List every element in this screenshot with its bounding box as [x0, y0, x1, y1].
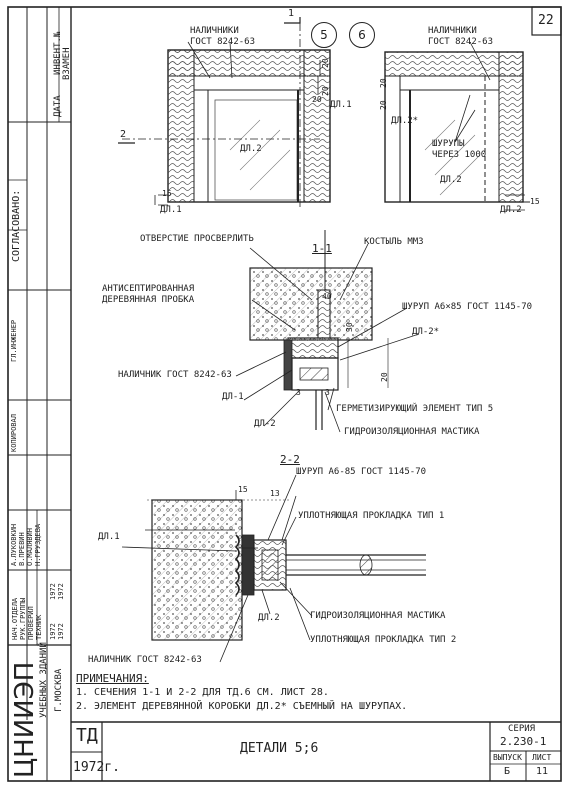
s2-gasket-1: УПЛОТНЯЮЩАЯ ПРОКЛАДКА ТИП 1	[298, 511, 445, 521]
s1-antiseptic-1: АНТИСЕПТИРОВАННАЯ	[102, 284, 195, 294]
s2-mastic: ГИДРОИЗОЛЯЦИОННАЯ МАСТИКА	[310, 611, 446, 621]
tb-issue: Б	[504, 766, 511, 777]
s2-gasket-2: УПЛОТНЯЮЩАЯ ПРОКЛАДКА ТИП 2	[310, 635, 457, 645]
s1-crutch: КОСТЫЛЬ ММ3	[364, 237, 424, 247]
s1-dim-4: 3	[296, 388, 301, 397]
tb-code: ТД	[76, 725, 98, 746]
tb-series: 2.230-1	[500, 735, 547, 748]
tb-series-label: СЕРИЯ	[508, 724, 536, 734]
s1-title: 1-1	[312, 242, 332, 255]
tl-dim-3: 15	[162, 189, 172, 198]
s1-dim-1: 40	[322, 292, 332, 301]
s1-drill: ОТВЕРСТИЕ ПРОСВЕРЛИТЬ	[140, 234, 254, 244]
s2-part-2: ДЛ.2	[258, 613, 280, 623]
s1-part-2star: ДЛ-2*	[412, 327, 440, 337]
stamp-role-3: ПРОВЕРИЛ	[27, 606, 35, 640]
s1-part-2: ДЛ-2	[254, 419, 276, 429]
tl-part-1: ДЛ.1	[330, 100, 352, 110]
note-1: 1. СЕЧЕНИЯ 1-1 И 2-2 ДЛЯ ТД.6 СМ. ЛИСТ 2…	[76, 687, 329, 698]
view-top-right	[384, 41, 530, 211]
stamp-gl-inzhener: ГЛ.ИНЖЕНЕР	[10, 319, 18, 362]
org-sub: УЧЕБНЫХ ЗДАНИЙ	[39, 642, 49, 718]
s1-dim-5: 3	[325, 388, 330, 397]
tl-gost: ГОСТ 8242-63	[190, 37, 256, 47]
section-1-1	[235, 230, 420, 433]
s1-seal: ГЕРМЕТИЗИРУЮЩИЙ ЭЛЕМЕНТ ТИП 5	[336, 404, 494, 414]
callout-5: 5	[311, 22, 337, 48]
stamp-surname-3: О.МАЛЯВИН	[26, 528, 34, 566]
s1-screw: ШУРУП А6×85 ГОСТ 1145-70	[402, 302, 533, 312]
stamp-surname-2: В.ПРЕВИН	[18, 532, 26, 566]
tl-section-marker: 1	[288, 8, 295, 19]
tr-screws: ШУРУПЫ	[432, 139, 465, 149]
s2-part-1: ДЛ.1	[98, 532, 120, 542]
s2-trim: НАЛИЧНИК ГОСТ 8242-63	[88, 655, 202, 665]
note-2: 2. ЭЛЕМЕНТ ДЕРЕВЯННОЙ КОРОБКИ ДЛ.2* СЪЕМ…	[76, 701, 408, 712]
view-top-left	[118, 17, 331, 208]
stamp-date-1: 1972	[49, 623, 57, 640]
tb-sheet-label: ЛИСТ	[532, 753, 552, 762]
stamp-data: ДАТА	[53, 95, 63, 117]
tl-dim-1: 20	[321, 58, 330, 68]
tl-nalichniki: НАЛИЧНИКИ	[190, 26, 239, 36]
stamp-surname-4: Н.ГРУЗДЕВА	[34, 523, 42, 566]
s2-title: 2-2	[280, 453, 300, 466]
s1-mastic: ГИДРОИЗОЛЯЦИОННАЯ МАСТИКА	[344, 427, 480, 437]
tl-dim-2: 20	[321, 86, 330, 96]
s1-part-1: ДЛ-1	[222, 392, 244, 402]
stamp-surname-1: А.ЛУКОВКИН	[10, 523, 18, 566]
tl-dim-4: 20	[312, 95, 322, 104]
stamp-vzamen: ВЗАМЕН	[62, 47, 72, 80]
callout-6: 6	[349, 22, 375, 48]
tr-screws-step: ЧЕРЕЗ 1000	[432, 150, 487, 160]
sheet-number: 22	[538, 13, 554, 28]
stamp-soglasovano: СОГЛАСОВАНО:	[11, 189, 22, 262]
s2-dim-2: 13	[270, 489, 280, 498]
stamp-date-4: 1972	[57, 583, 65, 600]
tr-dim-3: 20	[379, 78, 388, 88]
s1-dim-3: 20	[380, 372, 389, 382]
tl-part-2: ДЛ.2	[240, 144, 262, 154]
tl-part-3: ДЛ.1	[160, 205, 182, 215]
notes-title: ПРИМЕЧАНИЯ:	[76, 672, 149, 685]
s1-antiseptic-2: ДЕРЕВЯННАЯ ПРОБКА	[102, 295, 195, 305]
tr-part-2: ДЛ.2	[440, 175, 462, 185]
tr-part-1: ДЛ.2*	[391, 116, 419, 126]
stamp-role-4: ТЕХНИК	[35, 614, 43, 640]
tr-nalichniki: НАЛИЧНИКИ	[428, 26, 477, 36]
tr-gost: ГОСТ 8242-63	[428, 37, 494, 47]
tb-title: ДЕТАЛИ 5;6	[240, 741, 319, 756]
stamp-role-2: РУК.ГРУППЫ	[19, 597, 27, 640]
section-2-2	[121, 474, 426, 663]
tr-dim-1: 20	[379, 100, 388, 110]
stamp-date-3: 1972	[49, 583, 57, 600]
org-city: Г.МОСКВА	[54, 668, 64, 712]
org-name: ЦНИИЭП	[10, 661, 40, 778]
tb-year: 1972г.	[73, 760, 120, 775]
tl-section-2: 2	[120, 129, 127, 140]
tr-part-3: ДЛ.2	[500, 205, 522, 215]
tr-dim-2: 15	[530, 197, 540, 206]
stamp-kopiroval: КОПИРОВАЛ	[10, 414, 18, 452]
tb-issue-label: ВЫПУСК	[493, 753, 522, 762]
sheet-frame	[7, 6, 562, 782]
s2-dim-1: 15	[238, 485, 248, 494]
s1-trim: НАЛИЧНИК ГОСТ 8242-63	[118, 370, 232, 380]
s2-screw: ШУРУП А6-85 ГОСТ 1145-70	[296, 467, 427, 477]
stamp-date-2: 1972	[57, 623, 65, 640]
tb-sheet: 11	[536, 766, 549, 777]
s1-dim-2: 30	[345, 322, 354, 332]
stamp-role-1: НАЧ.ОТДЕЛА	[11, 597, 19, 640]
